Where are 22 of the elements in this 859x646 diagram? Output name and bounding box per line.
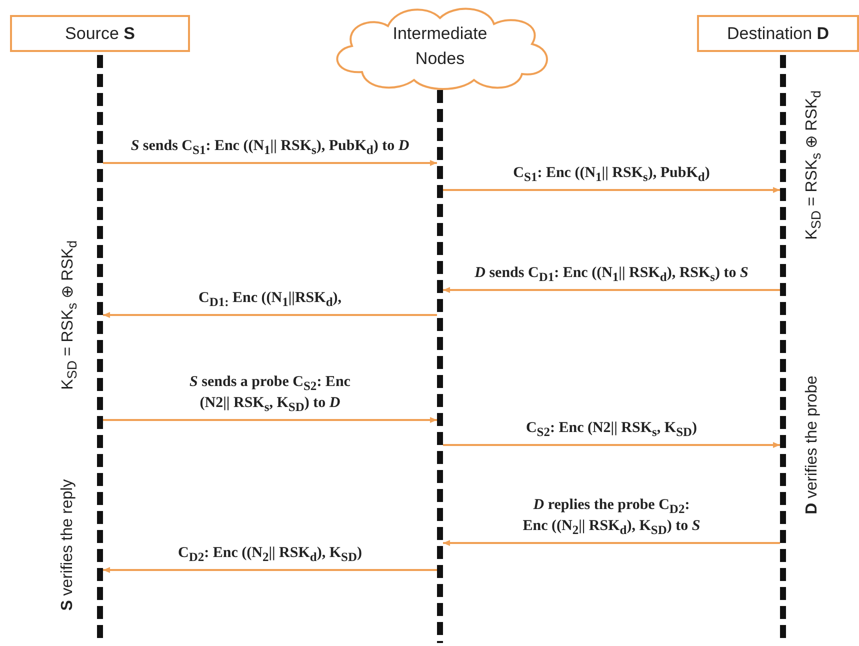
- edge-label: D replies the probe C$_{D2}$: Enc ((N$_{2}$|| RSK$_{d}$), K$_{SD}$) to S: [522, 496, 702, 538]
- message-arrow: [443, 442, 780, 448]
- message-arrow: [443, 540, 780, 546]
- edge-label: S sends a probe C$_{S2}$: Enc (N2|| RSK$_{s}$, K$_{SD}$) to D: [188, 372, 352, 415]
- node-label: Intermediate Nodes: [392, 22, 488, 70]
- participant-box: Destination D: [697, 15, 859, 52]
- message-arrow: [103, 567, 437, 573]
- edge-label: C$_{D1:}$ Enc ((N$_{1}$||RSK$_{d}$),: [197, 288, 343, 310]
- message-arrow: [103, 312, 437, 318]
- lifeline: [437, 90, 443, 643]
- edge-label: D sends C$_{D1}$: Enc ((N$_{1}$|| RSK$_{d}$), RSK$_{s}$) to S: [474, 264, 750, 285]
- message-arrow: [103, 417, 437, 423]
- annotation-text: S verifies the reply: [58, 479, 77, 611]
- message-arrow: [443, 187, 780, 193]
- annotation-text: D verifies the probe: [802, 376, 821, 514]
- edge-label: C$_{S1}$: Enc ((N$_{1}$|| RSK$_{s}$), PubK$_{d}$): [512, 164, 711, 185]
- participant-box: Source S: [10, 15, 190, 52]
- message-arrow: [443, 287, 780, 293]
- message-arrow: [103, 160, 437, 166]
- edge-label: C$_{S2}$: Enc (N2|| RSK$_{s}$, K$_{SD}$): [524, 418, 698, 440]
- edge-label: C$_{D2}$: Enc ((N$_{2}$|| RSK$_{d}$), K$_{SD}$): [176, 544, 363, 565]
- edge-label: S sends C$_{S1}$: Enc ((N$_{1}$|| RSK$_{s}$), PubK$_{d}$) to D: [130, 136, 410, 158]
